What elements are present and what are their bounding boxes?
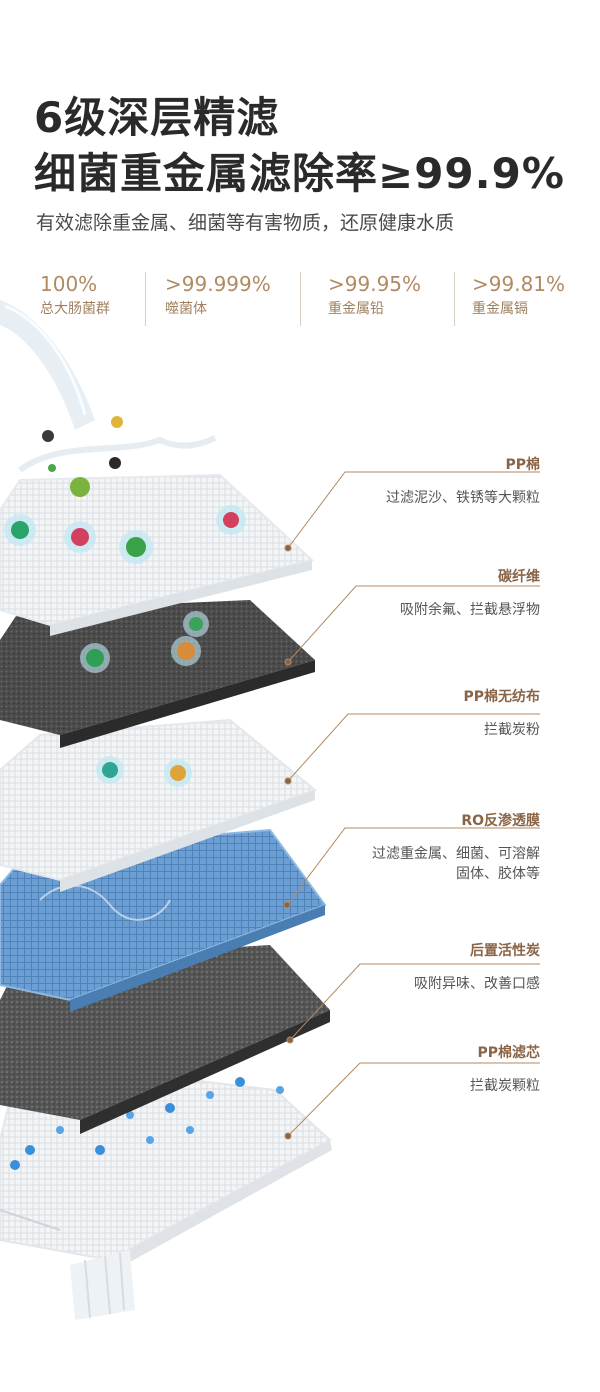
stat-value: >99.95% bbox=[328, 272, 422, 296]
stat-value: 100% bbox=[40, 272, 98, 296]
callout-title: 碳纤维 bbox=[498, 569, 540, 585]
headline-line-1: 6级深层精滤 bbox=[34, 93, 280, 142]
callout-post-carbon: 后置活性炭 吸附异味、改善口感 bbox=[414, 940, 540, 994]
stat-label: 总大肠菌群 bbox=[40, 301, 110, 317]
callout-pp-core: PP棉滤芯 拦截炭颗粒 bbox=[470, 1042, 540, 1096]
callout-desc: 过滤重金属、细菌、可溶解 固体、胶体等 bbox=[372, 844, 540, 884]
stat-value: >99.81% bbox=[472, 272, 566, 296]
callout-desc-line: 吸附异味、改善口感 bbox=[414, 976, 540, 992]
stat-coliform: 100% 总大肠菌群 bbox=[40, 272, 110, 328]
callout-desc-line: 拦截炭颗粒 bbox=[470, 1078, 540, 1094]
stat-label: 重金属铅 bbox=[328, 301, 384, 317]
layer-pp-nonwoven bbox=[0, 718, 318, 892]
callout-pp-nonwoven: PP棉无纺布 拦截炭粉 bbox=[463, 686, 540, 740]
water-stream bbox=[0, 300, 95, 430]
stat-cadmium: >99.81% 重金属镉 bbox=[472, 272, 565, 328]
callout-pp-cotton: PP棉 过滤泥沙、铁锈等大颗粒 bbox=[386, 454, 540, 508]
callout-title: PP棉 bbox=[505, 457, 540, 473]
stat-phage: >99.999% 噬菌体 bbox=[165, 272, 271, 328]
water-stream-highlight bbox=[4, 304, 87, 416]
stat-label: 重金属镉 bbox=[472, 301, 528, 317]
stat-divider bbox=[145, 272, 146, 326]
bacteria-cluster-1 bbox=[4, 505, 246, 564]
callout-desc: 拦截炭颗粒 bbox=[470, 1076, 540, 1096]
callout-title: PP棉滤芯 bbox=[477, 1045, 540, 1061]
stat-label: 噬菌体 bbox=[165, 301, 207, 317]
callout-leaders bbox=[283, 471, 540, 1140]
callout-desc: 拦截炭粉 bbox=[463, 720, 540, 740]
callout-title: RO反渗透膜 bbox=[461, 813, 540, 829]
callout-ro-membrane: RO反渗透膜 过滤重金属、细菌、可溶解 固体、胶体等 bbox=[372, 810, 540, 884]
callout-desc-line: 拦截炭粉 bbox=[484, 722, 540, 738]
callout-desc-line: 过滤重金属、细菌、可溶解 bbox=[372, 846, 540, 862]
layer-carbon-fiber bbox=[0, 600, 315, 748]
outflow-water bbox=[70, 1250, 135, 1320]
callout-desc: 吸附异味、改善口感 bbox=[414, 974, 540, 994]
stat-lead: >99.95% 重金属铅 bbox=[328, 272, 421, 328]
stat-value: >99.999% bbox=[165, 272, 271, 296]
callout-title: PP棉无纺布 bbox=[463, 689, 540, 705]
bacteria-cluster-3 bbox=[96, 756, 192, 787]
subtitle: 有效滤除重金属、细菌等有害物质，还原健康水质 bbox=[36, 212, 455, 234]
callout-desc: 过滤泥沙、铁锈等大颗粒 bbox=[386, 488, 540, 508]
splash-particles bbox=[18, 416, 217, 497]
callout-desc-line: 吸附余氟、拦截悬浮物 bbox=[400, 602, 540, 618]
callout-title: 后置活性炭 bbox=[470, 943, 540, 959]
headline-line-2: 细菌重金属滤除率≥99.9% bbox=[34, 149, 565, 198]
callout-desc-line: 固体、胶体等 bbox=[456, 866, 540, 882]
callout-desc-line: 过滤泥沙、铁锈等大颗粒 bbox=[386, 490, 540, 506]
bacteria-cluster-2 bbox=[80, 611, 209, 673]
callout-carbon-fiber: 碳纤维 吸附余氟、拦截悬浮物 bbox=[400, 566, 540, 620]
callout-desc: 吸附余氟、拦截悬浮物 bbox=[400, 600, 540, 620]
stat-divider bbox=[300, 272, 301, 326]
stats-row: 100% 总大肠菌群 >99.999% 噬菌体 >99.95% 重金属铅 >99… bbox=[30, 272, 590, 328]
filter-layers-illustration bbox=[0, 300, 540, 1320]
stat-divider bbox=[454, 272, 455, 326]
